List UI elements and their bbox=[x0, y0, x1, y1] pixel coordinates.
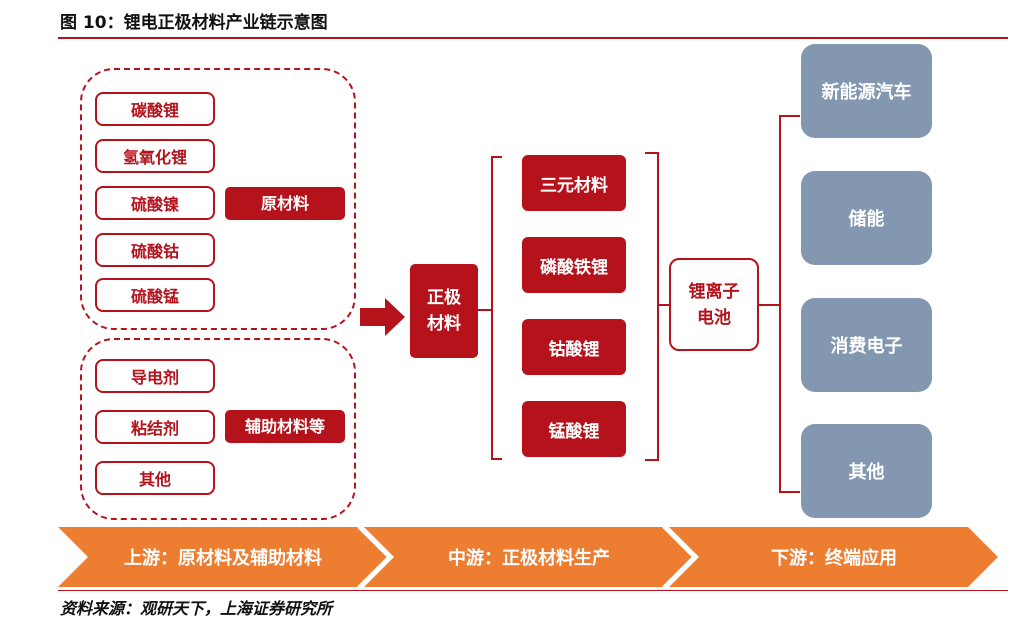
product-lmo: 锰酸锂 bbox=[522, 401, 626, 457]
aux-material-other: 其他 bbox=[95, 461, 215, 495]
cathode-material-box: 正极 材料 bbox=[410, 264, 478, 358]
product-lfp: 磷酸铁锂 bbox=[522, 237, 626, 293]
lithium-ion-battery-box: 锂离子 电池 bbox=[669, 258, 759, 351]
products-left-bracket bbox=[491, 156, 502, 460]
stage-upstream-shape bbox=[58, 527, 388, 587]
stage-downstream-label: 下游：终端应用 bbox=[771, 548, 897, 569]
raw-material-manganese-sulfate: 硫酸锰 bbox=[95, 278, 215, 312]
battery-line-2: 电池 bbox=[697, 307, 731, 328]
raw-material-nickel-sulfate: 硫酸镍 bbox=[95, 186, 215, 220]
stage-midstream-shape bbox=[364, 527, 693, 587]
app-other: 其他 bbox=[801, 424, 932, 518]
cathode-line-2: 材料 bbox=[427, 314, 461, 334]
raw-material-lithium-carbonate: 碳酸锂 bbox=[95, 92, 215, 126]
product-lco: 钴酸锂 bbox=[522, 319, 626, 375]
stage-downstream-shape bbox=[669, 527, 998, 587]
aux-material-conductive-agent: 导电剂 bbox=[95, 359, 215, 393]
aux-materials-label: 辅助材料等 bbox=[225, 410, 345, 443]
stage-upstream-label: 上游：原材料及辅助材料 bbox=[124, 548, 322, 569]
top-divider bbox=[58, 37, 1008, 39]
raw-material-cobalt-sulfate: 硫酸钴 bbox=[95, 233, 215, 267]
source-note: 资料来源：观研天下，上海证券研究所 bbox=[60, 599, 333, 618]
aux-material-binder: 粘结剂 bbox=[95, 410, 215, 444]
apps-bracket bbox=[779, 115, 800, 493]
bottom-divider bbox=[58, 590, 1008, 591]
cathode-line-1: 正极 bbox=[427, 288, 461, 308]
raw-materials-group bbox=[80, 68, 356, 330]
stage-midstream-label: 中游：正极材料生产 bbox=[448, 548, 610, 569]
flow-arrow-icon bbox=[360, 298, 405, 336]
products-right-bracket bbox=[645, 152, 659, 461]
battery-line-1: 锂离子 bbox=[688, 281, 740, 302]
app-new-energy-vehicle: 新能源汽车 bbox=[801, 44, 932, 138]
aux-materials-group bbox=[80, 338, 356, 520]
app-energy-storage: 储能 bbox=[801, 171, 932, 265]
raw-materials-label: 原材料 bbox=[225, 187, 345, 220]
raw-material-lithium-hydroxide: 氢氧化锂 bbox=[95, 139, 215, 173]
figure-title: 图 10：锂电正极材料产业链示意图 bbox=[60, 13, 328, 33]
app-consumer-electronics: 消费电子 bbox=[801, 298, 932, 392]
product-ternary: 三元材料 bbox=[522, 155, 626, 211]
